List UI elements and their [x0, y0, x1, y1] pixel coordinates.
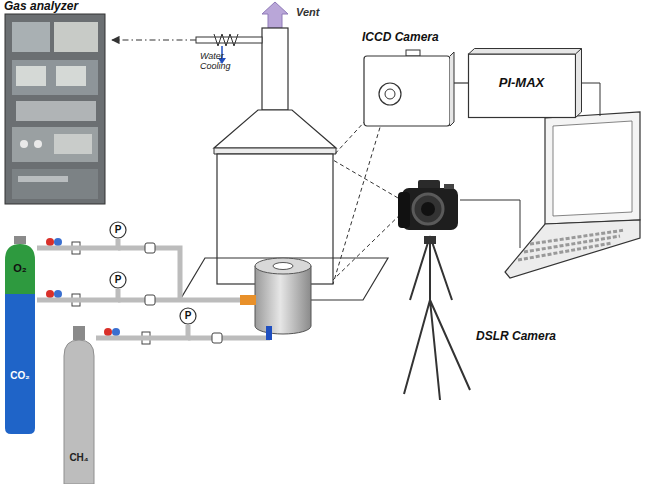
gas-pipe [37, 289, 118, 300]
co2-shape [3, 294, 37, 434]
node-label: DSLR Camera [476, 330, 576, 343]
node-label: O₂ [3, 262, 37, 274]
regulator-dial [46, 238, 54, 246]
gas-cylinder: CH₄ [62, 326, 96, 484]
node-label: P [179, 310, 197, 321]
data-cable [582, 83, 600, 116]
needle-valve [72, 242, 80, 254]
laptop-screen [545, 112, 640, 224]
burner-top [255, 258, 311, 274]
orange-fitting [240, 295, 256, 305]
node-label: CO₂ [3, 370, 37, 381]
gas-cylinder: CO₂ [3, 294, 37, 434]
water-cooling-label: Water Cooling [200, 52, 244, 72]
node-label: P [109, 274, 127, 285]
pressure-gauge: P [179, 307, 197, 325]
node-label: PI-MAX [468, 76, 575, 90]
gas-cylinder: O₂ [3, 236, 37, 294]
tripod [404, 236, 470, 400]
pressure-gauge: P [109, 221, 127, 239]
analyzer-shape [2, 0, 108, 206]
regulator-dial [54, 290, 62, 298]
node-label: Gas analyzer [4, 0, 108, 13]
blue-fitting [266, 326, 272, 340]
sample-line [112, 39, 196, 40]
flow-fitting [145, 295, 155, 305]
gas-pipe [118, 298, 242, 303]
laptop-display [553, 121, 632, 216]
node-label: ICCD Camera [362, 31, 472, 44]
hood-rim [214, 148, 336, 154]
gas-pipe [118, 248, 180, 300]
regulator-dial [112, 328, 120, 336]
gas-pipe [96, 325, 188, 338]
node-label: CH₄ [62, 452, 96, 463]
vent-arrow [262, 2, 288, 28]
laptop-keys [518, 230, 625, 260]
dslr-shape [398, 178, 462, 236]
pressure-gauge: P [109, 271, 127, 289]
needle-valve [72, 294, 80, 306]
flow-fitting [212, 333, 222, 343]
data-cable [460, 200, 520, 248]
dslr-camera: DSLR Camera [398, 178, 462, 236]
needle-valve [142, 332, 150, 344]
exhaust-hood [214, 110, 336, 148]
exhaust-pipe [262, 28, 288, 110]
regulator-dial [104, 328, 112, 336]
vent-label: Vent [296, 6, 336, 18]
cooling-coil [214, 34, 238, 46]
flow-fitting [145, 243, 155, 253]
burner-nozzle [273, 263, 293, 270]
controller-box: PI-MAX [468, 48, 582, 118]
gas-pipe [188, 336, 270, 341]
regulator-dial [54, 238, 62, 246]
regulator-dial [46, 290, 54, 298]
gas-analyzer: Gas analyzer [2, 0, 108, 206]
combustion-chamber [217, 154, 333, 284]
signal-cable [454, 82, 468, 83]
burner-body [255, 266, 311, 334]
gas-pipe [37, 239, 118, 248]
tripod-head [424, 236, 436, 244]
iccd-camera: ICCD Camera [362, 28, 454, 128]
node-label: P [109, 224, 127, 235]
laptop-keyboard [505, 220, 640, 278]
